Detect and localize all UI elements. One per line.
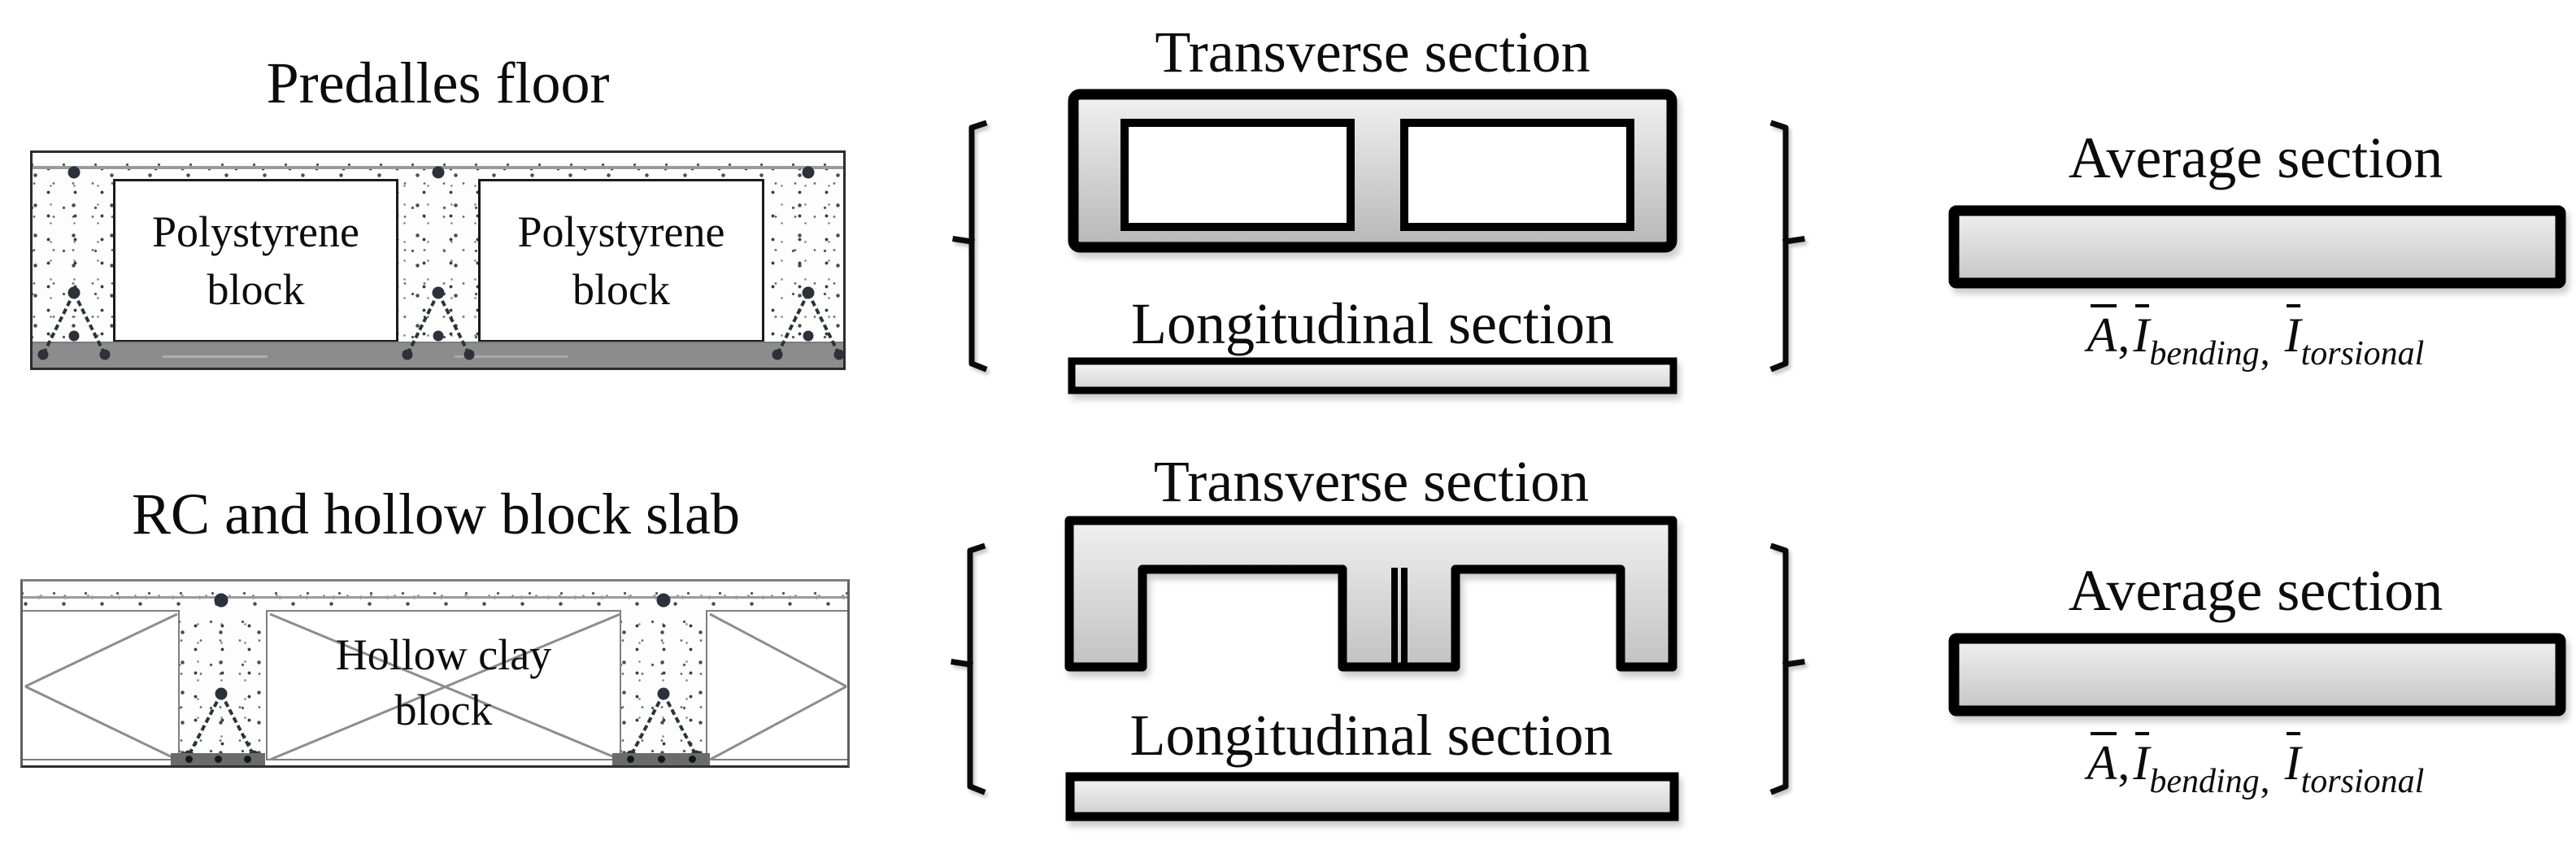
- lattice-truss-icon: [402, 166, 475, 360]
- average-section-shape: [1948, 205, 2566, 289]
- right-brace: [1769, 120, 1805, 373]
- hollow-core-hole: [1400, 119, 1634, 231]
- transverse-section-shape: [1068, 89, 1677, 253]
- longitudinal-section-shape: [1068, 357, 1677, 394]
- transverse-section-label: Transverse section: [1155, 20, 1590, 85]
- block-diagonals: [709, 612, 847, 761]
- section-outline: [1948, 633, 2566, 717]
- concrete-rib: [621, 610, 706, 756]
- lattice-truss-icon: [772, 166, 845, 360]
- mesh-line: [23, 596, 847, 599]
- topping-concrete-band: [23, 582, 847, 610]
- section-outline: [1064, 516, 1677, 672]
- precast-slab-band: [33, 342, 843, 368]
- block-diagonals: [269, 612, 621, 761]
- predalles-title: Predalles floor: [266, 50, 610, 115]
- transverse-section-label: Transverse section: [1153, 449, 1590, 514]
- bearing-pad: [612, 753, 710, 765]
- section-outline: [1068, 357, 1677, 394]
- average-section-label: Average section: [2068, 125, 2443, 190]
- rc-slab-drawing: Hollow clay block: [20, 579, 850, 768]
- polystyrene-block: Polystyrene block: [478, 179, 764, 342]
- section-outline: [1948, 205, 2566, 289]
- transverse-section-shape-ribbed: [1064, 516, 1677, 672]
- polystyrene-block-label: Polystyrene block: [152, 207, 359, 314]
- polystyrene-block-label: Polystyrene block: [517, 207, 725, 314]
- longitudinal-section-label: Longitudinal section: [1131, 291, 1614, 356]
- rc-slab-title: RC and hollow block slab: [132, 481, 740, 547]
- average-section-shape: [1948, 633, 2566, 717]
- longitudinal-section-label: Longitudinal section: [1129, 703, 1613, 768]
- section-outline: [1065, 772, 1679, 821]
- average-section-formula: A,Ibending,Itorsional: [2086, 304, 2425, 373]
- hollow-core-hole: [1120, 119, 1355, 231]
- hollow-clay-block-partial: [23, 610, 180, 761]
- lattice-truss-icon: [37, 166, 111, 360]
- average-section-label: Average section: [2068, 558, 2443, 623]
- lattice-truss-icon: [625, 593, 702, 761]
- concrete-rib: [180, 610, 266, 756]
- polystyrene-block: Polystyrene block: [113, 179, 398, 342]
- right-brace: [1769, 542, 1805, 795]
- bearing-pad: [171, 753, 265, 765]
- left-brace: [952, 120, 988, 373]
- predalles-floor-drawing: Polystyrene block Polystyrene block: [30, 150, 846, 370]
- block-diagonals: [24, 612, 178, 761]
- hollow-clay-block: Hollow clay block: [266, 610, 621, 761]
- longitudinal-section-shape: [1065, 772, 1679, 821]
- left-brace: [951, 542, 986, 795]
- hollow-clay-block-label: Hollow clay block: [335, 630, 552, 734]
- average-section-formula: A,Ibending,Itorsional: [2086, 732, 2425, 801]
- hollow-clay-block-partial: [706, 610, 847, 761]
- lattice-truss-icon: [183, 593, 259, 761]
